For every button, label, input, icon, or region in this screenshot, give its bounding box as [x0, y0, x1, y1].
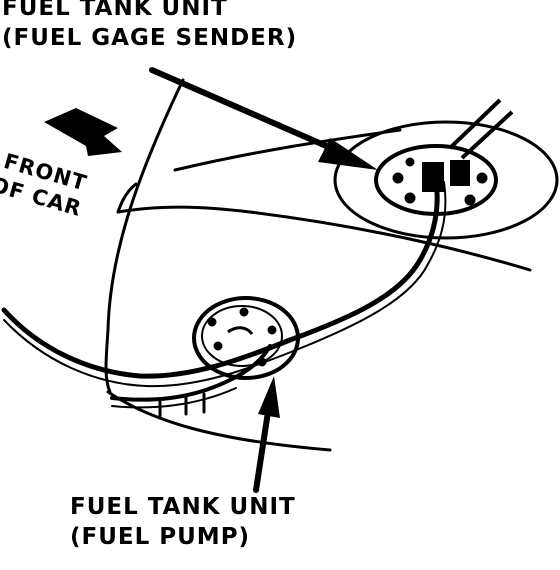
fuel-pump-label-line1: FUEL TANK UNIT — [70, 494, 296, 520]
front-direction-arrow-icon — [44, 108, 122, 156]
fuel-pump-label-line2: (FUEL PUMP) — [70, 523, 251, 550]
gage-sender-pointer-arrow-icon — [149, 67, 378, 170]
gage-sender-access-opening — [333, 120, 559, 240]
fuel-gage-sender-unit — [392, 98, 514, 206]
fuel-lines — [1, 177, 447, 418]
fuel-pump-label: FUEL TANK UNIT (FUEL PUMP) — [70, 493, 296, 553]
gage-sender-label-line2: (FUEL GAGE SENDER) — [2, 24, 298, 51]
fuel-tank-outline — [104, 78, 532, 452]
gage-sender-label: FUEL TANK UNIT (FUEL GAGE SENDER) — [2, 0, 297, 54]
fuel-pump-pointer-arrow-icon — [253, 376, 280, 493]
gage-sender-label-line1: FUEL TANK UNIT — [2, 0, 228, 21]
